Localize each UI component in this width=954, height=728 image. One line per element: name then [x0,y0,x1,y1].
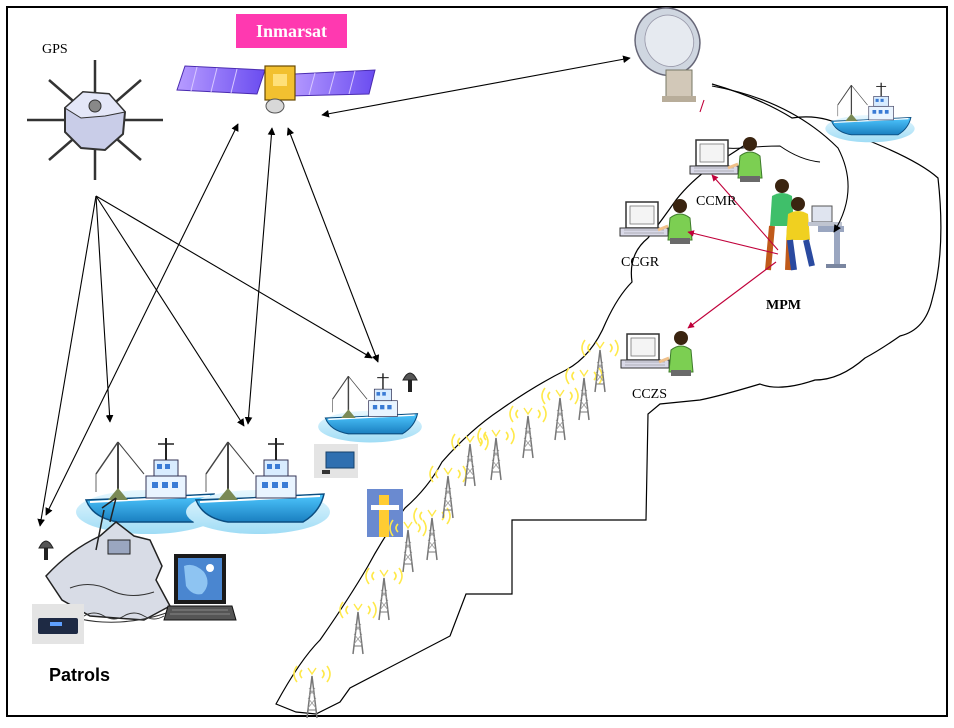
gps-satellite-icon [27,60,163,180]
coastline-outline [275,83,942,715]
inmarsat-satellite-icon [176,65,376,114]
fishing-vessel-icon [824,82,916,143]
supervisors-icon [765,179,846,271]
antenna-tower-icon [541,387,579,441]
vms-terminal-icon [32,604,84,644]
antenna-tower-icon [389,519,427,573]
antenna-tower-icon [413,507,451,561]
antenna-tower-icon [509,405,547,459]
coastal-antenna-chain [293,339,619,719]
fishing-vessel-icon [185,437,331,535]
mpm-label: MPM [766,298,801,313]
operator-workstation-icon [618,197,694,246]
patrol-ship-icon [43,497,175,623]
communication-links [37,55,849,527]
cczs-label: CCZS [632,387,668,402]
gps-antenna-icon [402,372,418,392]
inmarsat-badge: Inmarsat [236,14,347,48]
inmarsat-label: Inmarsat [256,20,327,41]
antenna-tower-icon [365,567,403,621]
radar-mast-icon [367,489,403,537]
ccmr-label: CCMR [696,194,737,209]
gps-label: GPS [42,42,68,57]
patrols-label: Patrols [49,665,111,685]
network-links [687,99,779,329]
antenna-tower-icon [581,339,619,393]
operator-workstation-icon [619,329,695,378]
vms-terminal-icon [314,444,358,478]
ccgr-label: CCGR [621,255,660,270]
fishing-vessel-icon [317,372,423,444]
antenna-tower-icon [339,601,377,655]
diagram-frame [6,6,948,717]
ground-station-dish-icon [634,7,701,102]
gps-antenna-icon [38,540,54,560]
antenna-tower-icon [477,427,515,481]
laptop-map-icon [163,554,237,621]
antenna-tower-icon [451,433,489,487]
